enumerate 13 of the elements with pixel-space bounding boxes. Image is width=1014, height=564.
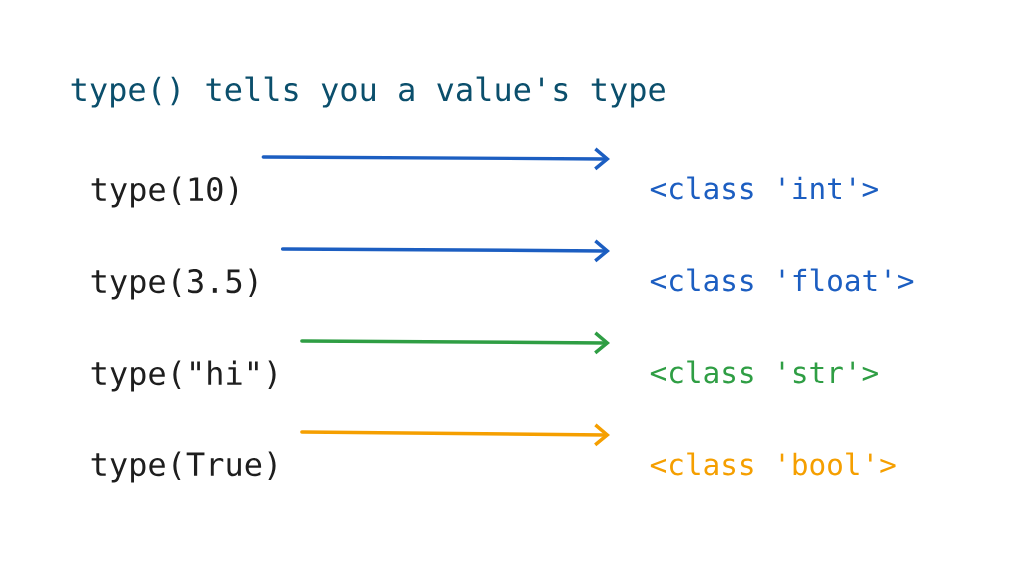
code-text: type(10): [91, 176, 238, 208]
title: type() tells you a value's type: [71, 76, 665, 108]
output-text: <class 'bool'>: [650, 452, 896, 476]
code-text: type("hi"): [91, 360, 276, 392]
code-text: type(True): [91, 451, 276, 483]
output-text: <class 'str'>: [650, 360, 878, 384]
arrow: [280, 239, 610, 263]
arrow: [261, 147, 610, 171]
output-text: <class 'int'>: [650, 176, 878, 200]
output-text: <class 'float'>: [650, 268, 914, 292]
arrow: [300, 331, 610, 355]
code-text: type(3.5): [91, 268, 257, 300]
arrow: [300, 423, 610, 447]
